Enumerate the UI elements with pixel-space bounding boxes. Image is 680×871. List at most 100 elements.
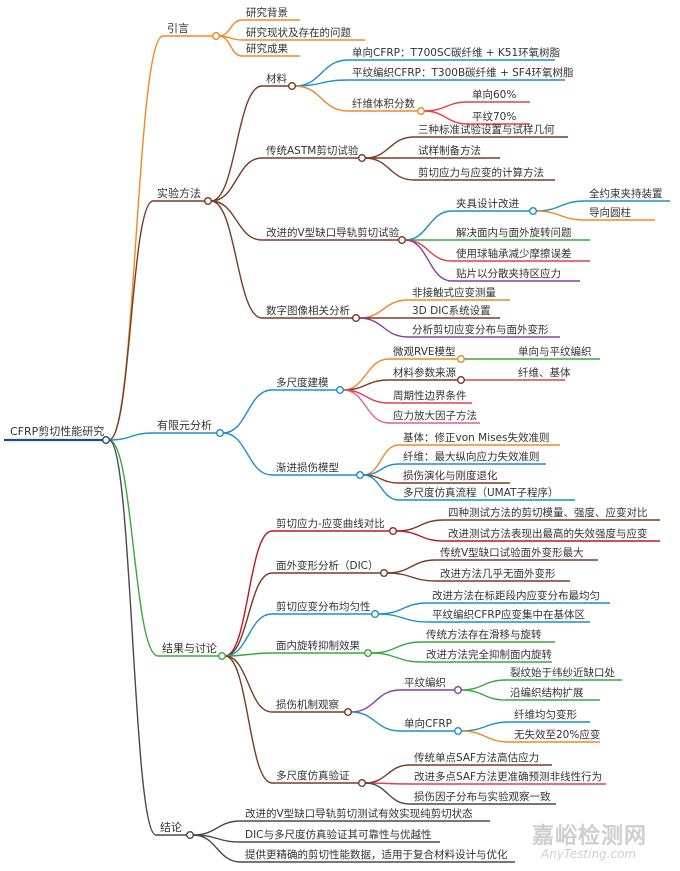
node-label-1-2-0[interactable]: 夹具设计改进 [456, 197, 519, 210]
node-label-3-5-2[interactable]: 损伤因子分布与实验观察一致 [414, 790, 551, 803]
node-label-3-3[interactable]: 面内旋转抑制效果 [276, 639, 360, 652]
expand-toggle-1-0-2[interactable] [417, 106, 426, 115]
node-label-3-1[interactable]: 面外变形分析（DIC） [276, 559, 379, 572]
expand-toggle-1-1[interactable] [358, 153, 367, 162]
expand-toggle-1-2-0[interactable] [529, 206, 538, 215]
node-label-3-3-0[interactable]: 传统方法存在滑移与旋转 [426, 628, 542, 641]
node-label-3-2-0[interactable]: 改进方法在标距段内应变分布最均匀 [432, 589, 600, 602]
root-toggle[interactable] [101, 436, 110, 445]
node-label-1[interactable]: 实验方法 [157, 186, 201, 200]
node-label-2-1-3[interactable]: 多尺度仿真流程（UMAT子程序） [403, 486, 559, 499]
node-label-2-0-1[interactable]: 材料参数来源 [393, 366, 456, 379]
watermark-title: 嘉峪检测网 [532, 824, 648, 849]
node-label-1-0-2[interactable]: 纤维体积分数 [352, 97, 415, 110]
connector-3-5 [224, 655, 273, 784]
node-label-3-5-0[interactable]: 传统单点SAF方法高估应力 [414, 751, 539, 764]
node-label-1-3-0[interactable]: 非接触式应变测量 [412, 286, 496, 299]
connector-2-1-3 [362, 474, 400, 501]
node-label-2-1-0[interactable]: 基体：修正von Mises失效准则 [403, 431, 550, 444]
connector-1-0-1 [294, 79, 349, 87]
expand-toggle-3-0[interactable] [389, 527, 398, 536]
node-label-2-1-2[interactable]: 损伤演化与刚度退化 [403, 469, 498, 482]
node-label-1-0-2-1[interactable]: 平纹70% [472, 110, 516, 123]
node-label-3-0[interactable]: 剪切应力-应变曲线对比 [276, 517, 385, 530]
node-label-0[interactable]: 引言 [167, 21, 189, 35]
node-label-3-5-1[interactable]: 改进多点SAF方法更准确预测非线性行为 [414, 770, 602, 783]
expand-toggle-3-4-0[interactable] [454, 686, 463, 695]
node-label-3-4-0[interactable]: 平纹编织 [404, 676, 446, 689]
expand-toggle-2-1[interactable] [356, 471, 365, 480]
node-label-1-2-0-0[interactable]: 全约束夹持装置 [589, 187, 663, 200]
node-label-1-2-2[interactable]: 使用球轴承减少摩擦误差 [456, 247, 572, 260]
connector-2-1-0 [362, 444, 400, 476]
expand-toggle-1[interactable] [203, 196, 212, 205]
node-label-1-1-1[interactable]: 试样制备方法 [418, 144, 481, 157]
expand-toggle-3-1[interactable] [380, 569, 389, 578]
expand-toggle-1-2[interactable] [398, 235, 407, 244]
node-label-3-4-1-0[interactable]: 纤维均匀变形 [514, 708, 577, 721]
expand-toggle-2-0[interactable] [336, 386, 345, 395]
node-label-1-1[interactable]: 传统ASTM剪切试验 [266, 144, 359, 157]
node-label-3-4[interactable]: 损伤机制观察 [276, 698, 339, 711]
node-label-2-0-2[interactable]: 周期性边界条件 [393, 389, 467, 402]
node-label-3-4-0-0[interactable]: 裂纹始于纬纱近缺口处 [510, 666, 615, 679]
node-label-0-1[interactable]: 研究现状及存在的问题 [246, 26, 351, 39]
node-label-3-4-0-1[interactable]: 沿编织结构扩展 [510, 686, 584, 699]
node-label-3-2[interactable]: 剪切应变分布均匀性 [276, 600, 371, 613]
node-label-2-0[interactable]: 多尺度建模 [276, 376, 329, 389]
expand-toggle-2-0-1[interactable] [457, 376, 466, 385]
node-label-2-1-1[interactable]: 纤维：最大纵向应力失效准则 [403, 450, 540, 463]
expand-toggle-2[interactable] [215, 429, 224, 438]
node-label-0-0[interactable]: 研究背景 [246, 6, 288, 19]
root-label[interactable]: CFRP剪切性能研究 [10, 424, 104, 438]
node-label-2-0-0[interactable]: 微观RVE模型 [393, 345, 456, 358]
connector-2-1 [222, 432, 273, 476]
expand-toggle-3-3[interactable] [364, 649, 373, 658]
node-label-4-1[interactable]: DIC与多尺度仿真验证其可靠性与优越性 [245, 828, 432, 841]
node-label-3-2-1[interactable]: 平纹编织CFRP应变集中在基体区 [432, 608, 585, 621]
node-label-1-0-2-0[interactable]: 单向60% [472, 88, 516, 101]
expand-toggle-3-5[interactable] [358, 779, 367, 788]
node-label-1-3[interactable]: 数字图像相关分析 [266, 304, 350, 317]
node-label-2-0-1-0[interactable]: 纤维、基体 [518, 366, 571, 379]
node-label-2-0-3[interactable]: 应力放大因子方法 [393, 409, 477, 422]
expand-toggle-1-0[interactable] [288, 81, 297, 90]
expand-toggle-3[interactable] [217, 652, 226, 661]
node-label-1-2-1[interactable]: 解决面内与面外旋转问题 [456, 226, 572, 239]
node-label-3-0-1[interactable]: 改进测试方法表现出最高的失效强度与应变 [448, 527, 648, 540]
node-label-3-3-1[interactable]: 改进方法完全抑制面内旋转 [426, 648, 552, 661]
node-label-1-2-0-1[interactable]: 导向圆柱 [589, 206, 631, 219]
node-label-3-4-1-1[interactable]: 无失效至20%应变 [514, 728, 601, 741]
connector-2-0 [222, 389, 273, 434]
node-label-0-2[interactable]: 研究成果 [246, 42, 288, 55]
expand-toggle-3-4[interactable] [344, 708, 353, 717]
node-label-2[interactable]: 有限元分析 [157, 418, 212, 432]
node-label-1-0-1[interactable]: 平纹编织CFRP：T300B碳纤维 + SF4环氧树脂 [352, 66, 574, 79]
node-label-1-0[interactable]: 材料 [266, 72, 287, 85]
node-label-1-1-0[interactable]: 三种标准试验设置与试样几何 [418, 123, 555, 136]
node-label-3[interactable]: 结果与讨论 [162, 641, 217, 655]
node-label-1-2-3[interactable]: 贴片以分散夹持区应力 [456, 267, 561, 280]
node-label-3-1-0[interactable]: 传统V型缺口试验面外变形最大 [440, 546, 584, 559]
node-label-1-3-1[interactable]: 3D DIC系统设置 [412, 304, 491, 317]
expand-toggle-4[interactable] [185, 831, 194, 840]
node-label-3-0-0[interactable]: 四种测试方法的剪切模量、强度、应变对比 [448, 506, 648, 519]
node-label-1-2[interactable]: 改进的V型缺口导轨剪切试验 [266, 226, 400, 239]
expand-toggle-1-3[interactable] [352, 314, 361, 323]
node-label-4-2[interactable]: 提供更精确的剪切性能数据，适用于复合材料设计与优化 [245, 848, 508, 861]
node-label-3-4-1[interactable]: 单向CFRP [404, 717, 452, 730]
expand-toggle-0[interactable] [211, 32, 220, 41]
expand-toggle-3-2[interactable] [371, 610, 380, 619]
node-label-4[interactable]: 结论 [160, 820, 182, 834]
node-label-1-3-2[interactable]: 分析剪切应变分布与面外变形 [412, 323, 549, 336]
node-label-2-0-0-0[interactable]: 单向与平纹编织 [518, 345, 592, 358]
connector-3-2-0 [377, 602, 429, 615]
expand-toggle-3-4-1[interactable] [454, 727, 463, 736]
node-label-1-1-2[interactable]: 剪切应力与应变的计算方法 [418, 166, 544, 179]
node-label-2-1[interactable]: 渐进损伤模型 [276, 461, 339, 474]
node-label-3-5[interactable]: 多尺度仿真验证 [276, 769, 350, 782]
expand-toggle-2-0-0[interactable] [457, 355, 466, 364]
node-label-1-0-0[interactable]: 单向CFRP：T700SC碳纤维 + K51环氧树脂 [352, 46, 561, 59]
node-label-3-1-1[interactable]: 改进方法几乎无面外变形 [440, 567, 556, 580]
node-label-4-0[interactable]: 改进的V型缺口导轨剪切测试有效实现纯剪切状态 [245, 807, 473, 820]
